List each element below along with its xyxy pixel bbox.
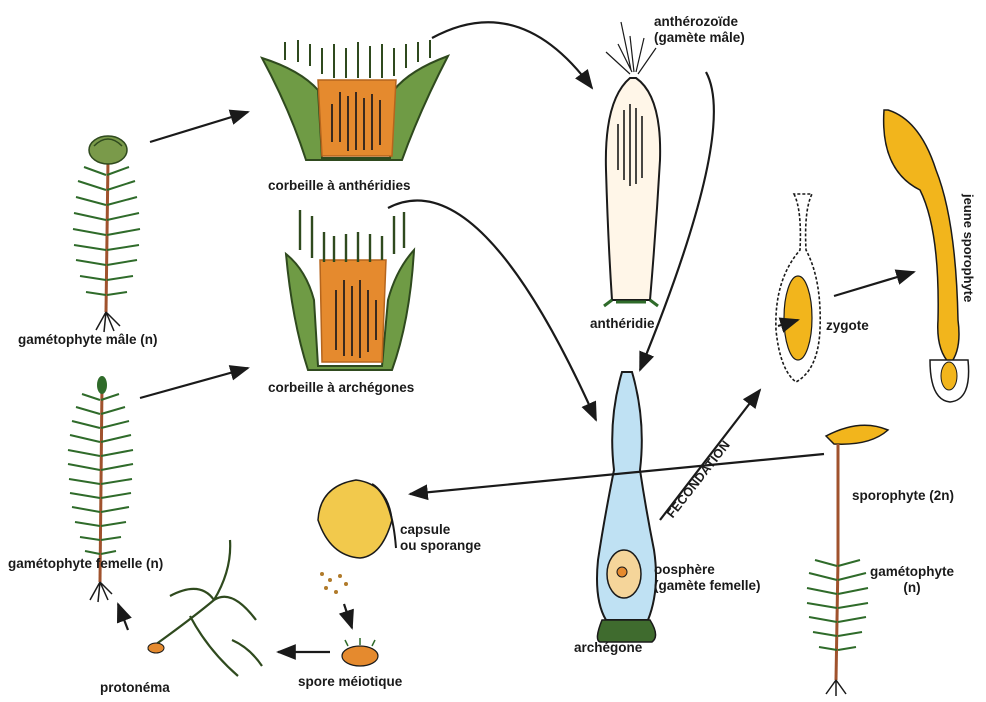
label-capsule: capsule ou sporange	[400, 522, 481, 554]
archegonium	[597, 372, 656, 642]
label-capsule-line2: ou sporange	[400, 538, 481, 554]
capsule-sporangium	[318, 480, 396, 594]
label-gametophyte-n: gamétophyte (n)	[870, 564, 954, 596]
sporophyte-on-gametophyte	[807, 425, 888, 696]
label-oosphere: oosphère (gamète femelle)	[654, 562, 761, 594]
label-young-sporophyte: jeune sporophyte	[961, 194, 976, 302]
label-archegone: archégone	[574, 640, 642, 656]
label-archegonia-cup: corbeille à archégones	[268, 380, 414, 396]
label-antherozoide: anthérozoïde (gamète mâle)	[654, 14, 745, 46]
label-antheridie: anthéridie	[590, 316, 655, 332]
label-capsule-line1: capsule	[400, 522, 481, 538]
label-antheridia-cup: corbeille à anthéridies	[268, 178, 411, 194]
label-gametophyte-n-line1: gamétophyte	[870, 564, 954, 580]
label-protonema: protonéma	[100, 680, 170, 696]
label-oosphere-line1: oosphère	[654, 562, 761, 578]
arrow-cup-to-antheridium	[432, 22, 592, 88]
antheridium	[604, 22, 660, 306]
arrow-female-to-archegonia-cup	[140, 368, 248, 398]
label-spore-meiotique: spore méiotique	[298, 674, 402, 690]
arrow-male-to-antheridia-cup	[150, 112, 248, 142]
label-gametophyte-female: gamétophyte femelle (n)	[8, 556, 163, 572]
label-sporophyte-2n: sporophyte (2n)	[852, 488, 954, 504]
antheridia-cup	[262, 40, 448, 160]
label-zygote: zygote	[826, 318, 869, 334]
zygote-archegonium	[776, 194, 820, 382]
label-antherozoide-line1: anthérozoïde	[654, 14, 745, 30]
arrow-cup-to-archegonium	[388, 201, 596, 420]
arrow-zygote-to-young-sporophyte	[834, 272, 914, 296]
male-gametophyte	[73, 136, 140, 332]
arrow-protonema-to-gametophyte	[118, 604, 128, 630]
archegonia-cup	[286, 210, 414, 370]
young-sporophyte	[884, 110, 969, 402]
label-antherozoide-line2: (gamète mâle)	[654, 30, 745, 46]
label-oosphere-line2: (gamète femelle)	[654, 578, 761, 594]
label-gametophyte-n-line2: (n)	[870, 580, 954, 596]
meiotic-spore	[342, 638, 378, 666]
label-gametophyte-male: gamétophyte mâle (n)	[18, 332, 158, 348]
protonema-filaments	[148, 540, 262, 676]
arrow-capsule-to-spore	[344, 604, 352, 628]
